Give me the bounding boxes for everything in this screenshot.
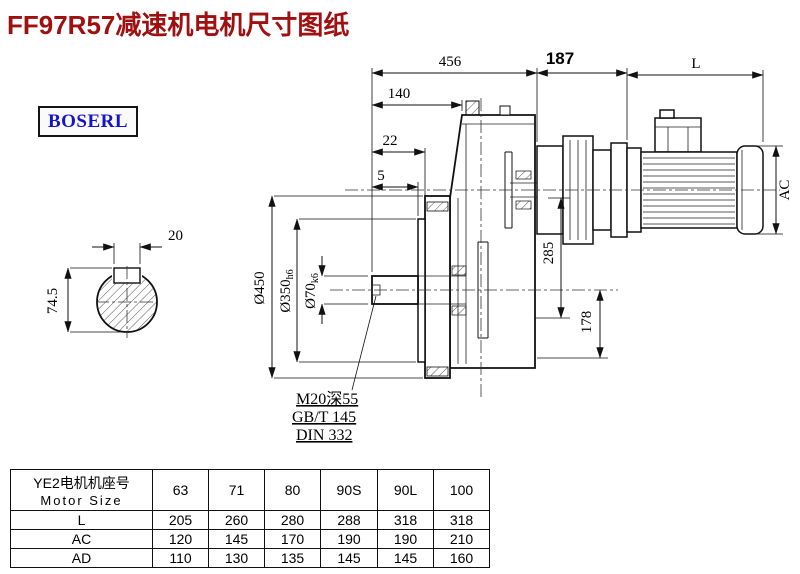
dim-20-label: 20 [168,228,183,244]
size-col: 90L [377,469,434,511]
output-flange [424,195,451,379]
dimension-lines [64,68,783,391]
dim-dia70-label: Ø70k6 [303,273,321,309]
table-header-cn: YE2电机机座号 [33,474,130,491]
centerlines [96,98,780,398]
cell: 170 [264,529,321,549]
size-col: 90S [320,469,378,511]
oil-plug [499,105,511,116]
dim-dia450-label: Ø450 [252,271,268,304]
dim-187-label: 187 [546,49,574,68]
size-col: 80 [264,469,321,511]
dim-dia350-label: Ø350h6 [278,269,296,312]
dim-22-label: 22 [383,133,398,149]
page-title: FF97R57减速机电机尺寸图纸 [7,10,350,40]
cable-gland [659,109,675,119]
cell: 288 [320,510,378,530]
dim-140-label: 140 [388,86,411,102]
cell: 145 [208,529,265,549]
dim-74-5-label: 74.5 [45,288,61,314]
cell: 280 [264,510,321,530]
size-col: 100 [433,469,490,511]
table-row-AD: AD 110 130 135 145 145 160 [10,548,490,568]
dim-AC-label: AC [777,180,793,201]
table-header-row: YE2电机机座号 Motor Size 63 71 80 90S 90L 100 [10,469,490,511]
row-label: AC [10,529,153,549]
cell: 190 [320,529,378,549]
brand-logo: BOSERL [38,106,138,137]
electric-motor [626,109,764,235]
cell: 145 [377,548,434,568]
note-gbt: GB/T 145 [292,409,356,426]
size-col: 71 [208,469,265,511]
cell: 318 [377,510,434,530]
terminal-box [654,117,702,153]
gearbox-body [371,100,611,379]
cell: 135 [264,548,321,568]
cell: 205 [152,510,209,530]
table-header-cell: YE2电机机座号 Motor Size [10,469,153,511]
table-header-en: Motor Size [40,492,123,508]
cell: 110 [152,548,209,568]
cell: 130 [208,548,265,568]
row-label: L [10,510,153,530]
flange-pilot [417,218,426,363]
cell: 190 [377,529,434,549]
cell: 160 [433,548,490,568]
dim-285-label: 285 [541,242,557,265]
dim-L-label: L [691,56,700,72]
cell: 318 [433,510,490,530]
cell: 210 [433,529,490,549]
cell: 145 [320,548,378,568]
table-row-AC: AC 120 145 170 190 190 210 [10,529,490,549]
dim-456-label: 456 [439,54,462,70]
note-din: DIN 332 [296,427,352,444]
motor-size-table: YE2电机机座号 Motor Size 63 71 80 90S 90L 100… [10,469,490,568]
lifting-eye [465,100,480,116]
size-col: 63 [152,469,209,511]
dim-178-label: 178 [579,311,595,334]
note-thread: M20深55 [296,390,358,408]
dim-5-label: 5 [377,168,385,184]
row-label: AD [10,548,153,568]
cell: 120 [152,529,209,549]
cell: 260 [208,510,265,530]
table-row-L: L 205 260 280 288 318 318 [10,510,490,530]
